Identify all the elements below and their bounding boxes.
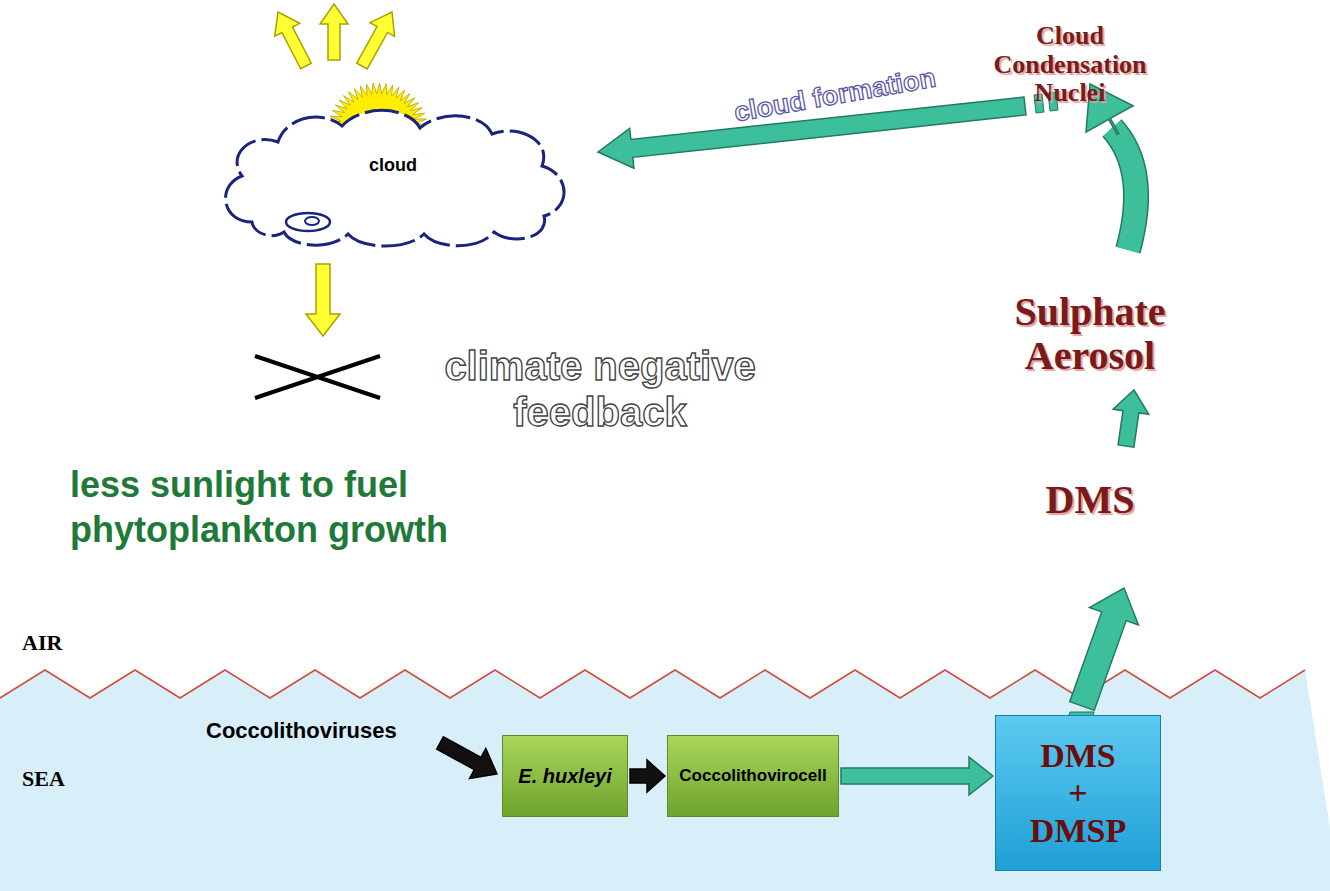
node-text: Coccolithovirocell <box>679 766 826 786</box>
infection-arrow <box>630 760 665 792</box>
cloud-outline <box>212 104 574 248</box>
node-text: cloud <box>369 155 417 176</box>
cloud-outline-path <box>226 110 564 246</box>
sea-surface <box>0 670 1305 698</box>
process-box: E. huxleyi <box>502 735 628 817</box>
feedback-label: climate negative feedback <box>390 343 810 435</box>
cloud-swirl <box>305 217 319 225</box>
flux-arrow <box>1070 588 1139 710</box>
sun-ray-arrow <box>357 12 395 69</box>
effect-label: less sunlight to fuel phytoplankton grow… <box>70 462 570 552</box>
curved-arrow-edge <box>1112 128 1136 250</box>
product-box: DMS + DMSP <box>995 715 1161 871</box>
infection-arrow <box>437 737 497 779</box>
down-arrow <box>306 264 340 336</box>
cloud-node: cloud <box>212 104 574 248</box>
cloud-swirl <box>286 213 330 231</box>
sun-ray-arrow <box>320 4 348 60</box>
zone-label: AIR <box>22 630 102 656</box>
sun-ray-arrow <box>275 12 312 69</box>
cross-mark <box>255 356 380 398</box>
release-arrow <box>841 757 993 795</box>
zone-label: SEA <box>22 766 102 792</box>
curved-arrow <box>1112 128 1136 250</box>
process-box: Coccolithovirocell <box>667 735 839 817</box>
process-label: DMS <box>1010 478 1170 522</box>
process-label: Cloud Condensation Nuclei <box>975 22 1165 108</box>
node-text: DMS + DMSP <box>1028 737 1128 849</box>
process-label: Sulphate Aerosol <box>985 290 1195 378</box>
sea-area <box>0 670 1330 891</box>
node-text: E. huxleyi <box>518 765 611 788</box>
oxidation-arrow <box>1113 390 1149 447</box>
agent-label: Coccolithoviruses <box>206 718 446 744</box>
